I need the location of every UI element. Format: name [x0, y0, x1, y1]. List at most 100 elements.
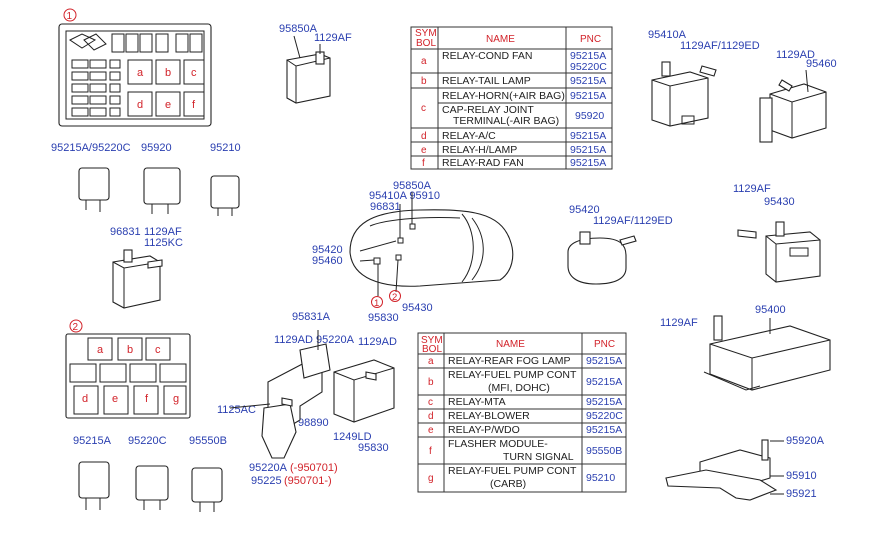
pn-1129AF-1129ED-mid: 1129AF/1129ED: [593, 215, 673, 227]
t2-sym-g: g: [428, 473, 434, 484]
t1-sym-e: e: [421, 145, 427, 156]
t2-sym-e: e: [428, 425, 434, 436]
t2-hdr-sym2: BOL: [422, 344, 442, 355]
t2-pnc-c: 95215A: [586, 396, 622, 408]
slot-c: c: [191, 67, 197, 79]
pn-95220A-range: (-950701): [290, 462, 338, 474]
t2-sym-b: b: [428, 377, 434, 388]
pn-95215A-bottom: 95215A: [73, 435, 112, 447]
box2-slot-e: e: [112, 393, 118, 405]
t1-sym-b: b: [421, 76, 427, 87]
pn-98890: 98890: [298, 417, 329, 429]
box2-slot-c: c: [155, 344, 161, 356]
t1-pnc-d: 95215A: [570, 130, 606, 142]
car-pn-95460: 95460: [312, 255, 343, 267]
relay-96831: 96831 1129AF 1125KC: [110, 226, 183, 309]
callout-2: 2: [73, 322, 79, 333]
bracket-95921: 95920A 95910 95921: [665, 435, 825, 501]
pn-96831: 96831: [110, 226, 141, 238]
pn-95215A-95220C: 95215A/95220C: [51, 142, 131, 154]
relay-row-1: 95215A/95220C 95920 95210: [51, 142, 241, 216]
pn-95410A: 95410A: [648, 29, 687, 41]
car-pn-95850A: 95850A: [393, 180, 432, 192]
t1-pnc2-a: 95220C: [570, 61, 607, 73]
t2-sym-d: d: [428, 411, 434, 422]
t1-sym-c: c: [421, 103, 426, 114]
t2-hdr-name: NAME: [496, 339, 525, 350]
t2-sym-a: a: [428, 356, 434, 367]
pn-95920A: 95920A: [786, 435, 825, 447]
t1-name-c: RELAY-HORN(+AIR BAG): [442, 90, 565, 102]
t2-name2-b: (MFI, DOHC): [488, 382, 550, 394]
module-95400: 1129AF 95400: [660, 304, 831, 391]
pn-1249LD: 1249LD: [333, 431, 372, 443]
t2-sym-c: c: [428, 397, 433, 408]
relay-95430: 1129AF 95430: [733, 183, 821, 283]
pn-95225-range: (950701-): [284, 475, 332, 487]
t2-name-c: RELAY-MTA: [448, 396, 506, 408]
box2-slot-a: a: [97, 344, 104, 356]
pn-95830: 95830: [358, 442, 389, 454]
t2-pnc-b: 95215A: [586, 376, 622, 388]
pn-1129AF-1129ED: 1129AF/1129ED: [680, 40, 760, 52]
t2-sym-f: f: [429, 446, 432, 457]
car-pn-95420: 95420: [312, 244, 343, 256]
t2-name-e: RELAY-P/WDO: [448, 424, 520, 436]
pn-95400: 95400: [755, 304, 786, 316]
t2-name-f: FLASHER MODULE-: [448, 438, 548, 450]
t1-sym-f: f: [422, 158, 425, 169]
t1-name2-c: CAP-RELAY JOINT: [442, 104, 534, 116]
box2-slot-f: f: [145, 393, 149, 405]
pn-95910: 95910: [786, 470, 817, 482]
t2-name-b: RELAY-FUEL PUMP CONT: [448, 369, 577, 381]
pn-95225: 95225: [251, 475, 282, 487]
pn-95220A: 95220A: [249, 462, 288, 474]
box2-slot-d: d: [82, 393, 88, 405]
slot-b: b: [165, 67, 171, 79]
pn-1129AD-lower: 1129AD: [358, 336, 397, 348]
relay-95410A: 95410A 1129AF/1129ED: [648, 29, 760, 127]
table-1: SYM BOL NAME PNC a RELAY-COND FAN 95215A…: [410, 26, 613, 170]
t1-name-e: RELAY-H/LAMP: [442, 144, 517, 156]
t2-hdr-pnc: PNC: [594, 339, 615, 350]
relay-box-1: 1 a b c d e f: [58, 8, 212, 127]
pn-95430: 95430: [764, 196, 795, 208]
pn-1129AF: 1129AF: [314, 32, 352, 44]
pn-1129AF-r2: 1129AF: [733, 183, 771, 195]
t2-name2-g: (CARB): [490, 478, 526, 490]
t1-hdr-sym2: BOL: [416, 38, 436, 49]
slot-d: d: [137, 99, 143, 111]
t2-pnc-e: 95215A: [586, 424, 622, 436]
t1-pnc-c: 95215A: [570, 90, 606, 102]
pn-95550B-bottom: 95550B: [189, 435, 227, 447]
car-outline: 95850A 95410A 95910 96831 95420 95460 95…: [312, 180, 514, 324]
pn-95831A: 95831A: [292, 311, 331, 323]
t2-name2-f: TURN SIGNAL: [503, 451, 574, 463]
t1-hdr-name: NAME: [486, 34, 515, 45]
t2-pnc-a: 95215A: [586, 355, 622, 367]
box2-slot-b: b: [127, 344, 133, 356]
t1-pnc-e: 95215A: [570, 144, 606, 156]
pn-95420: 95420: [569, 204, 600, 216]
slot-f: f: [192, 99, 196, 111]
bracket-assembly: 95831A 1129AD 95220A 1129AD 1125AC 98890…: [217, 311, 397, 487]
t2-name-g: RELAY-FUEL PUMP CONT: [448, 465, 577, 477]
t2-hdr-sym1: SYM: [421, 335, 443, 346]
pn-95921: 95921: [786, 488, 817, 500]
car-callout-1: 1: [374, 298, 379, 309]
t2-name-d: RELAY-BLOWER: [448, 410, 530, 422]
callout-1: 1: [67, 11, 73, 22]
box2-slot-g: g: [173, 393, 179, 405]
t1-name-f: RELAY-RAD FAN: [442, 157, 524, 169]
pn-1129AF-r3: 1129AF: [660, 317, 698, 329]
pn-95850A: 95850A: [279, 23, 318, 35]
pn-95210: 95210: [210, 142, 241, 154]
t1-name-a: RELAY-COND FAN: [442, 50, 532, 62]
t2-pnc-g: 95210: [586, 472, 615, 484]
t1-sym-d: d: [421, 131, 427, 142]
pn-1129AF-left: 1129AF: [144, 226, 182, 238]
t1-name-d: RELAY-A/C: [442, 130, 496, 142]
slot-a: a: [137, 67, 144, 79]
car-callout-2: 2: [392, 292, 397, 303]
